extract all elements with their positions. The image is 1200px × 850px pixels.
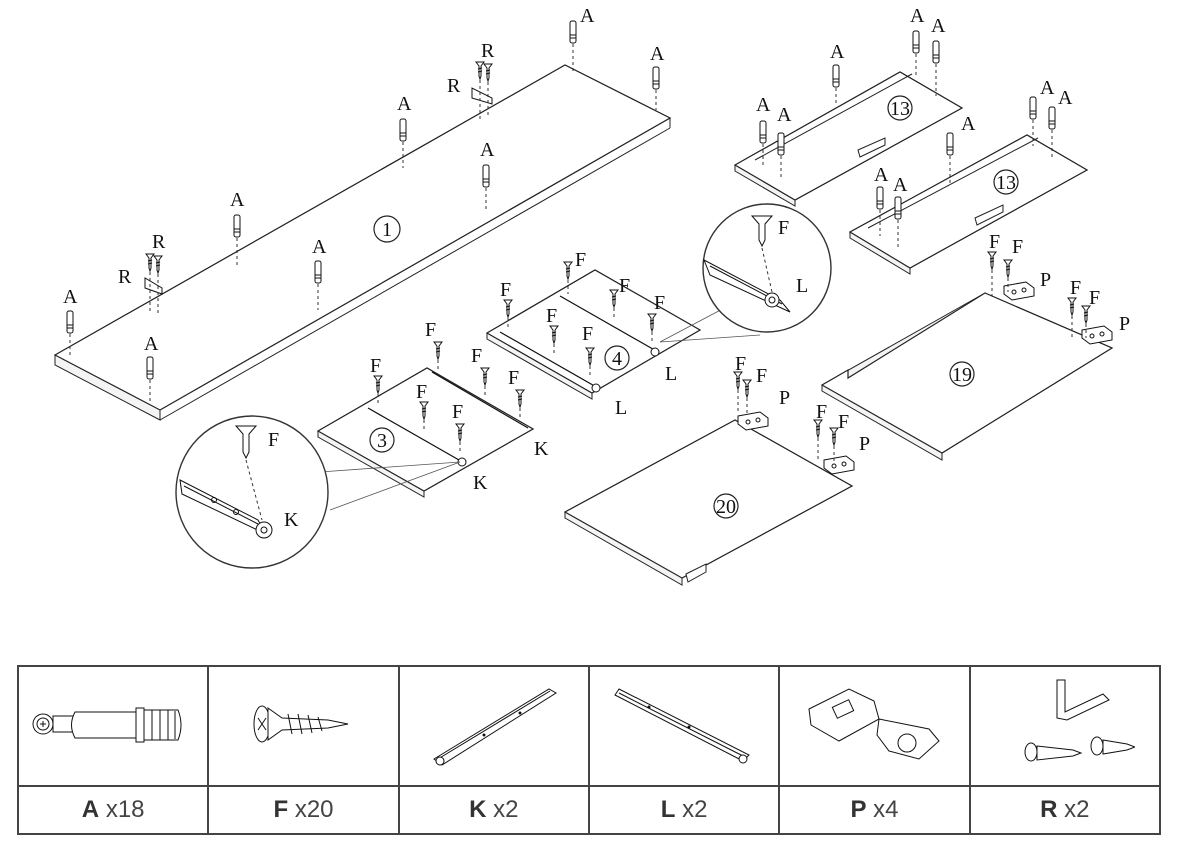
svg-text:R: R bbox=[481, 40, 495, 62]
svg-text:A: A bbox=[893, 174, 908, 196]
parts-list: A x18 F x20 K x2 L x2 P x4 R x2 bbox=[16, 665, 1162, 835]
svg-text:A: A bbox=[931, 15, 946, 37]
part-number-13-lower: 13 bbox=[996, 172, 1016, 194]
svg-text:F: F bbox=[1070, 277, 1081, 299]
panel-1: 1 bbox=[53, 64, 672, 421]
svg-text:F: F bbox=[619, 275, 630, 297]
svg-text:F: F bbox=[582, 323, 593, 345]
svg-text:A: A bbox=[756, 94, 771, 116]
svg-text:F: F bbox=[778, 217, 789, 239]
svg-text:F: F bbox=[735, 353, 746, 375]
part-cell-l bbox=[587, 665, 781, 787]
svg-text:L: L bbox=[665, 363, 677, 385]
part-number-13-upper: 13 bbox=[890, 98, 910, 120]
panel-13-upper: 13 A A A A A bbox=[733, 5, 964, 207]
angle-bracket-with-screws-icon bbox=[1024, 679, 1137, 761]
part-code-f: F x20 bbox=[207, 785, 400, 835]
svg-text:F: F bbox=[654, 292, 665, 314]
svg-text:A: A bbox=[230, 189, 245, 211]
svg-text:F: F bbox=[816, 401, 827, 423]
part-number-3: 3 bbox=[377, 430, 387, 452]
panel-19: 19 F F P F F P bbox=[820, 231, 1130, 461]
part-cell-k bbox=[397, 665, 590, 787]
part-number-4: 4 bbox=[612, 348, 622, 370]
svg-text:P: P bbox=[1040, 269, 1051, 291]
panel-1-dowels: A A A A A A A A bbox=[63, 5, 665, 404]
panel-4: 4 F F F F F F L L bbox=[485, 249, 702, 419]
wood-screw-icon bbox=[253, 705, 349, 742]
drawer-rail-l-icon bbox=[614, 687, 750, 763]
part-code-k: K x2 bbox=[397, 785, 590, 835]
svg-text:P: P bbox=[1119, 313, 1130, 335]
svg-text:F: F bbox=[471, 345, 482, 367]
svg-text:L: L bbox=[615, 397, 627, 419]
svg-text:F: F bbox=[425, 319, 436, 341]
part-cell-r bbox=[968, 665, 1162, 787]
part-number-1: 1 bbox=[382, 219, 392, 241]
svg-text:R: R bbox=[447, 75, 461, 97]
svg-text:A: A bbox=[144, 333, 159, 355]
zoom-detail-l: F L bbox=[659, 203, 832, 343]
part-cell-f bbox=[207, 665, 400, 787]
svg-text:A: A bbox=[830, 41, 845, 63]
panel-1-brackets: R R R R bbox=[118, 40, 495, 314]
svg-text:A: A bbox=[650, 43, 665, 65]
svg-text:A: A bbox=[1040, 77, 1055, 99]
panel-3: 3 F F F F F F K K bbox=[316, 319, 549, 498]
part-code-a: A x18 bbox=[16, 785, 210, 835]
part-number-19: 19 bbox=[952, 364, 972, 386]
svg-text:A: A bbox=[580, 5, 595, 27]
part-number-20: 20 bbox=[716, 496, 736, 518]
svg-text:F: F bbox=[1089, 287, 1100, 309]
part-code-r: R x2 bbox=[968, 785, 1162, 835]
cam-dowel-icon bbox=[32, 707, 182, 742]
svg-text:F: F bbox=[500, 279, 511, 301]
svg-text:K: K bbox=[473, 472, 488, 494]
svg-text:A: A bbox=[1058, 87, 1073, 109]
svg-text:K: K bbox=[284, 509, 299, 531]
svg-text:F: F bbox=[452, 401, 463, 423]
svg-text:F: F bbox=[508, 367, 519, 389]
svg-text:L: L bbox=[796, 275, 808, 297]
svg-text:P: P bbox=[859, 433, 870, 455]
svg-text:R: R bbox=[118, 266, 132, 288]
svg-text:A: A bbox=[397, 93, 412, 115]
svg-text:A: A bbox=[777, 104, 792, 126]
svg-text:F: F bbox=[1012, 236, 1023, 258]
assembly-diagram: 1 A A A A A A A A R R R R bbox=[53, 5, 1130, 586]
svg-text:F: F bbox=[989, 231, 1000, 253]
svg-text:F: F bbox=[575, 249, 586, 271]
part-cell-p bbox=[778, 665, 971, 787]
panel-20: 20 F F P F F P bbox=[563, 353, 870, 586]
part-cell-a bbox=[16, 665, 210, 787]
svg-text:A: A bbox=[63, 286, 78, 308]
svg-text:F: F bbox=[416, 381, 427, 403]
svg-text:A: A bbox=[480, 139, 495, 161]
svg-text:F: F bbox=[546, 305, 557, 327]
part-code-p: P x4 bbox=[778, 785, 971, 835]
cabinet-hinge-icon bbox=[808, 687, 941, 760]
panel-13-lower: 13 A A A A A bbox=[848, 77, 1089, 275]
svg-text:F: F bbox=[756, 365, 767, 387]
svg-text:A: A bbox=[961, 113, 976, 135]
part-code-l: L x2 bbox=[587, 785, 781, 835]
svg-text:A: A bbox=[910, 5, 925, 27]
svg-text:F: F bbox=[268, 429, 279, 451]
svg-text:F: F bbox=[838, 411, 849, 433]
svg-text:R: R bbox=[152, 231, 166, 253]
svg-text:F: F bbox=[370, 355, 381, 377]
svg-text:A: A bbox=[312, 236, 327, 258]
drawer-rail-k-icon bbox=[432, 687, 557, 766]
svg-text:P: P bbox=[779, 387, 790, 409]
svg-text:K: K bbox=[534, 438, 549, 460]
zoom-detail-k: F K bbox=[175, 415, 461, 569]
svg-text:A: A bbox=[874, 164, 889, 186]
